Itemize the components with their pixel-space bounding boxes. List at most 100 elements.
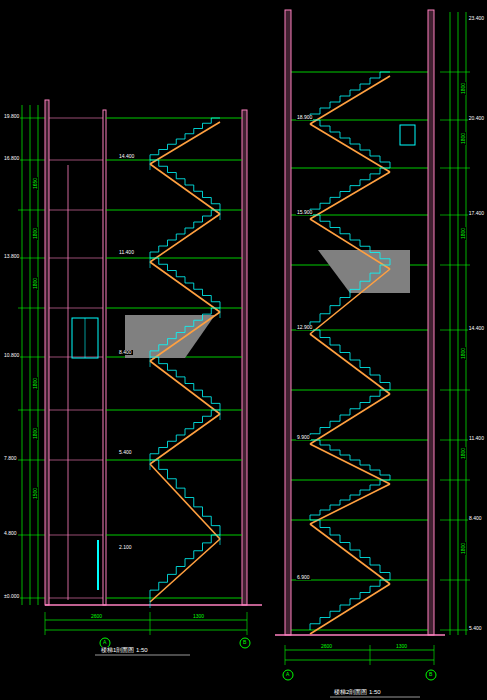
stair-flight <box>310 330 390 390</box>
dimension-text: 1800 <box>461 447 466 460</box>
dimension-text: 1800 <box>33 277 38 290</box>
drawing-line <box>49 308 103 309</box>
drawing-line <box>49 160 103 161</box>
drawing-line <box>18 160 45 161</box>
drawing-line <box>310 269 390 334</box>
drawing-line <box>150 262 220 312</box>
dimension-text: 1300 <box>395 644 408 649</box>
drawing-line <box>291 72 428 73</box>
dimension-text: 1500 <box>33 487 38 500</box>
drawing-line <box>440 330 470 331</box>
stair-flight <box>310 520 390 580</box>
drawing-line <box>49 357 103 358</box>
drawing-line <box>106 308 242 309</box>
drawing-line <box>370 645 371 665</box>
drawing-rect <box>242 110 247 605</box>
dimension-text: 1800 <box>461 542 466 555</box>
dimension-text: 15.900 <box>296 210 313 215</box>
drawing-line <box>49 598 103 599</box>
drawing-line <box>49 258 103 259</box>
dimension-text: 8.400 <box>118 350 133 355</box>
dimension-text: 10.800 <box>3 353 20 358</box>
drawing-line <box>18 308 45 309</box>
drawing-line <box>310 484 390 524</box>
drawing-line <box>440 520 470 521</box>
drawing-line <box>22 105 23 605</box>
drawing-line <box>310 524 390 584</box>
dimension-text: 1800 <box>461 132 466 145</box>
drawing-line <box>106 210 242 211</box>
drawing-line <box>150 612 151 635</box>
drawing-line <box>285 645 286 665</box>
dimension-text: 23.400 <box>468 16 485 21</box>
drawing-rect <box>72 318 98 358</box>
dimension-text: ±0.000 <box>3 594 20 599</box>
dimension-text: 11.400 <box>468 436 485 441</box>
drawing-line <box>97 540 99 590</box>
drawing-line <box>291 630 428 631</box>
drawing-line <box>49 118 103 119</box>
drawing-line <box>106 598 242 599</box>
drawing-line <box>150 539 220 602</box>
dimension-text: 16.800 <box>3 156 20 161</box>
drawing-rect <box>45 100 49 605</box>
drawing-line <box>440 215 470 216</box>
drawing-line <box>18 210 45 211</box>
drawing-line <box>440 630 470 631</box>
drawing-line <box>150 164 220 214</box>
stair-flight <box>310 580 390 630</box>
drawing-line <box>106 160 242 161</box>
drawing-line <box>440 120 470 121</box>
drawing-line <box>18 357 45 358</box>
drawing-line <box>85 318 86 358</box>
dimension-text: 8.400 <box>468 516 483 521</box>
dimension-text: 18.900 <box>296 115 313 120</box>
axis-label: B <box>428 672 433 677</box>
drawing-line <box>45 630 247 631</box>
drawing-line <box>18 598 45 599</box>
drawing-line <box>106 535 242 536</box>
drawing-line <box>310 219 390 269</box>
drawing-line <box>450 12 451 635</box>
drawing-line <box>18 460 45 461</box>
drawing-line <box>45 620 247 621</box>
stair-flight <box>310 215 390 265</box>
drawing-line <box>440 480 470 481</box>
drawing-line <box>18 118 45 119</box>
dimension-text: 5.400 <box>118 450 133 455</box>
dimension-text: 12.900 <box>296 325 313 330</box>
stair-flight <box>150 258 220 308</box>
drawing-line <box>310 124 390 172</box>
dimension-text: 2600 <box>320 644 333 649</box>
stair-flight <box>150 308 220 357</box>
dimension-text: 1650 <box>33 177 38 190</box>
drawing-line <box>310 584 390 634</box>
drawing-rect <box>400 125 415 145</box>
stair-flight <box>310 120 390 168</box>
dimension-text: 9.900 <box>296 435 311 440</box>
drawing-line <box>49 460 103 461</box>
drawing-rect <box>285 10 291 635</box>
axis-label: B <box>242 640 247 645</box>
dimension-text: 14.400 <box>118 154 135 159</box>
axis-bubble <box>240 638 250 648</box>
drawing-line <box>285 650 434 651</box>
drawing-line <box>291 480 428 481</box>
drawing-line <box>310 76 390 124</box>
drawing-line <box>247 612 248 635</box>
drawing-line <box>275 634 445 636</box>
drawing-line <box>440 580 470 581</box>
landing-slab <box>318 250 410 293</box>
dimension-text: 1800 <box>33 427 38 440</box>
stair-flight <box>150 410 220 460</box>
drawing-line <box>440 440 470 441</box>
drawing-line <box>95 655 190 656</box>
stair-flight <box>310 168 390 215</box>
section-title: 楼梯1剖面图 1:50 <box>100 647 149 653</box>
stair-flight <box>150 357 220 410</box>
dimension-text: 2600 <box>90 614 103 619</box>
stair-flight <box>310 390 390 440</box>
drawing-line <box>150 464 220 539</box>
dimension-text: 4.800 <box>3 531 18 536</box>
